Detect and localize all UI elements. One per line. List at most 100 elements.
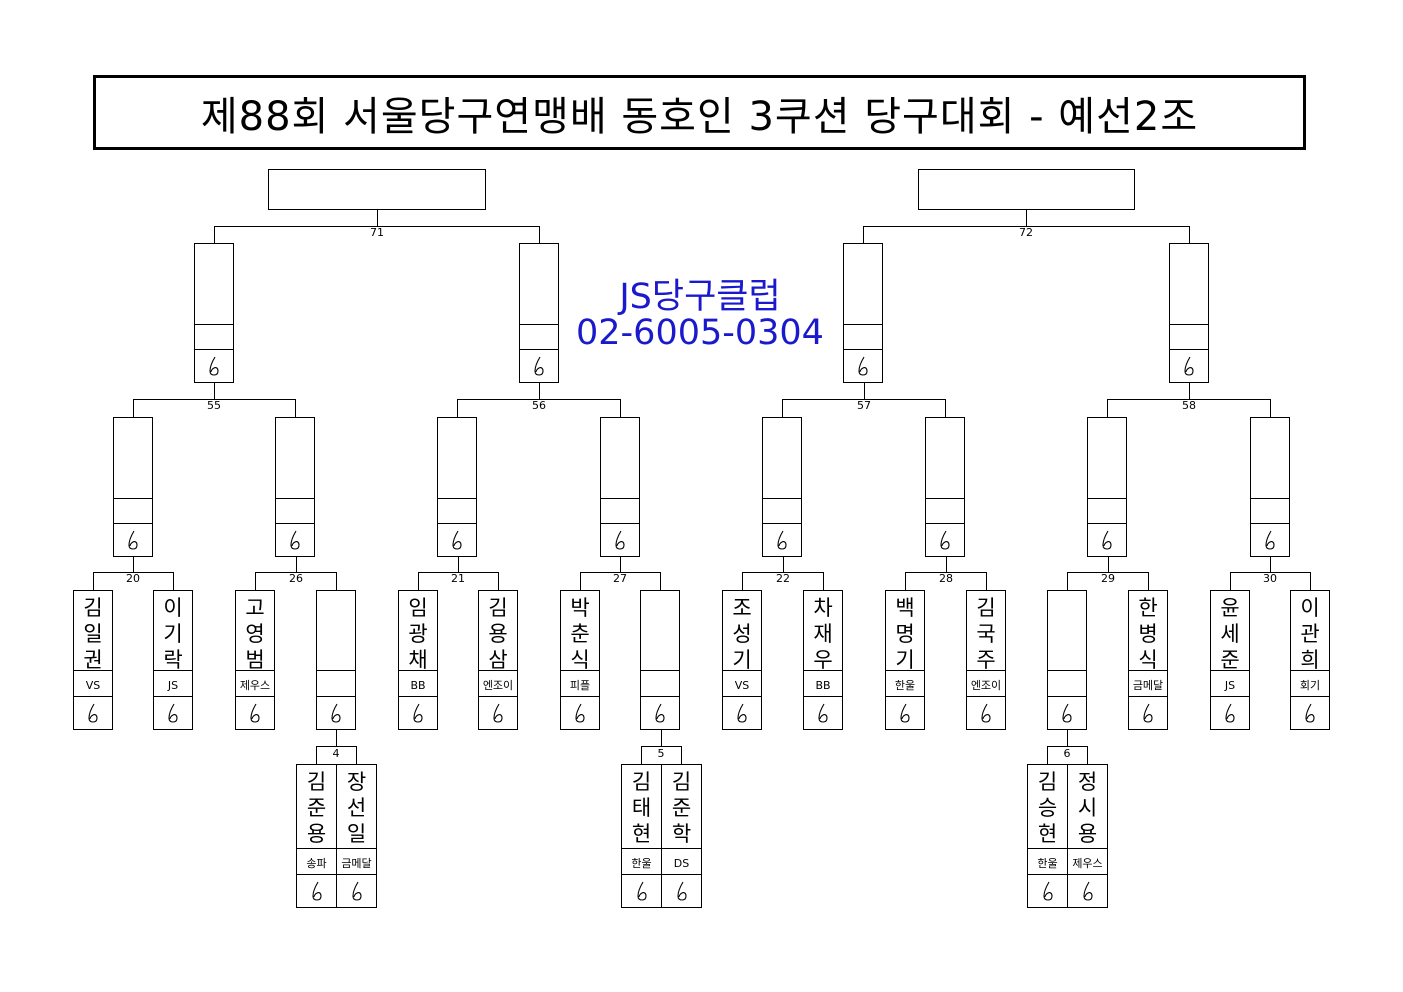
bracket-line: [133, 399, 296, 400]
bracket-line: [620, 399, 621, 417]
winner-box-left: [268, 169, 486, 210]
score-mark-icon: [1143, 703, 1153, 723]
player-club: BB: [804, 670, 842, 699]
score-cell: [479, 696, 517, 729]
score-mark-icon: [615, 530, 625, 550]
player-club: 금메달: [1129, 670, 1167, 699]
score-mark-icon: [1265, 530, 1275, 550]
player-club: 제우스: [1068, 848, 1107, 877]
bracket-line: [1047, 746, 1088, 747]
bracket-line: [457, 399, 458, 417]
score-cell: [399, 696, 437, 729]
box-divider: [114, 498, 152, 499]
score-cell: [1129, 696, 1167, 729]
player-club: VS: [74, 670, 112, 699]
score-mark-icon: [1062, 703, 1072, 723]
match-number: 30: [1255, 573, 1285, 585]
score-mark-icon: [981, 703, 991, 723]
bracket-line: [1230, 572, 1311, 573]
score-cell: [601, 523, 639, 556]
bracket-line: [864, 382, 865, 399]
player-club: DS: [662, 848, 701, 877]
score-mark-icon: [128, 530, 138, 550]
match-number: 27: [605, 573, 635, 585]
score-mark-icon: [534, 356, 544, 376]
box-divider: [763, 498, 801, 499]
bracket-line: [1108, 557, 1109, 572]
club-advert-name: JS당구클럽: [619, 277, 781, 317]
club-advert-phone: 02-6005-0304: [576, 313, 824, 353]
score-cell: [967, 696, 1005, 729]
score-mark-icon: [636, 881, 647, 901]
match-number: 72: [1011, 227, 1041, 239]
box-divider: [1170, 324, 1208, 325]
bracket-line: [1189, 382, 1190, 399]
winner-box: [925, 417, 965, 557]
bracket-line: [296, 557, 297, 572]
score-mark-icon: [655, 703, 665, 723]
score-mark-icon: [250, 703, 260, 723]
score-mark-icon: [1305, 703, 1315, 723]
winner-box: [843, 243, 883, 383]
score-cell: [114, 523, 152, 556]
bracket-line: [336, 730, 337, 746]
player-club: [317, 670, 355, 699]
score-mark-icon: [290, 530, 300, 550]
box-divider: [520, 324, 558, 325]
winner-box: [519, 243, 559, 383]
bracket-line: [458, 557, 459, 572]
match-number: 4: [321, 748, 351, 760]
score-cell: [438, 523, 476, 556]
player-club: BB: [399, 670, 437, 699]
match-number: 21: [443, 573, 473, 585]
bracket-line: [1107, 399, 1108, 417]
bracket-line: [457, 399, 621, 400]
bracket-line: [742, 572, 743, 590]
score-cell: [236, 696, 274, 729]
bracket-line: [681, 746, 682, 764]
match-number: 55: [199, 400, 229, 412]
match-number: 71: [362, 227, 392, 239]
winner-box: [194, 243, 234, 383]
bracket-line: [1107, 399, 1271, 400]
score-cell: [317, 696, 355, 729]
score-cell: [74, 696, 112, 729]
bracket-line: [782, 399, 783, 417]
bracket-line: [316, 746, 317, 764]
bracket-line: [173, 572, 174, 590]
player-box: [316, 590, 356, 730]
winner-box: [113, 417, 153, 557]
bracket-line: [377, 210, 378, 226]
bracket-line: [661, 730, 662, 746]
player-name: [317, 591, 355, 595]
bracket-line: [986, 572, 987, 590]
match-number: 6: [1052, 748, 1082, 760]
bracket-line: [133, 557, 134, 572]
bracket-line: [1189, 226, 1190, 243]
score-cell: [844, 349, 882, 382]
score-mark-icon: [940, 530, 950, 550]
bracket-line: [214, 226, 540, 227]
bracket-line: [863, 226, 864, 243]
box-divider: [276, 498, 314, 499]
score-mark-icon: [858, 356, 868, 376]
